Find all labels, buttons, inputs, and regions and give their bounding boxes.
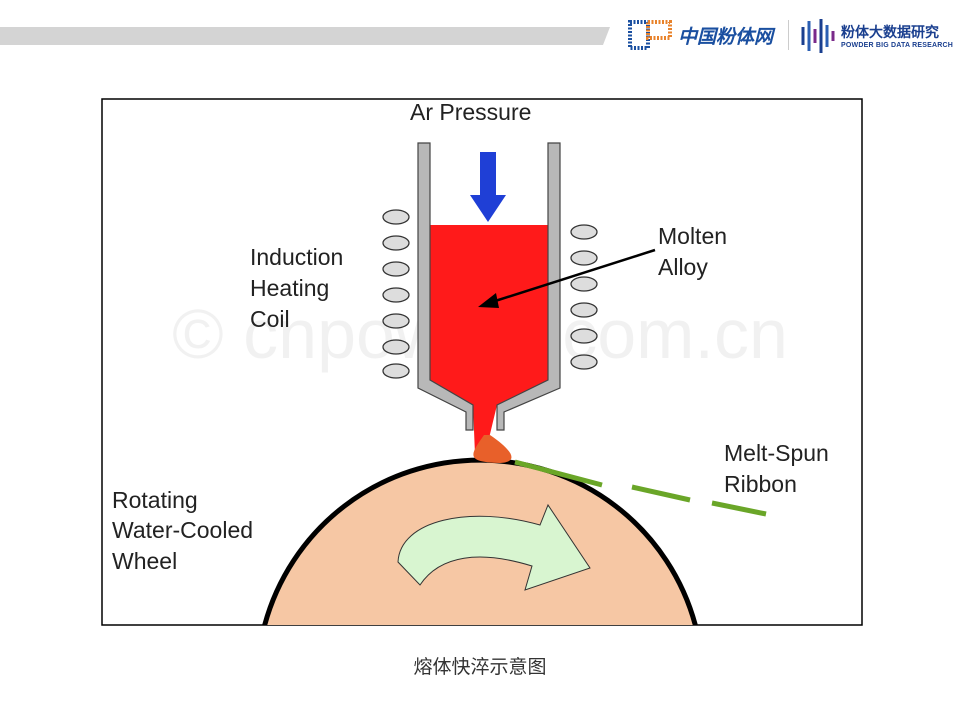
alloy-pointer-line (491, 248, 656, 304)
alloy-label-2: Alloy (658, 254, 708, 280)
wheel-label-2: Water-Cooled (112, 517, 253, 543)
bars-logo-icon (801, 19, 835, 53)
pressure-arrow-icon (470, 152, 506, 222)
top-banner (0, 27, 610, 45)
ribbon-label-2: Ribbon (724, 471, 797, 497)
powder-big-data-en: POWDER BIG DATA RESEARCH (841, 41, 954, 49)
ribbon-label-1: Melt-Spun (724, 440, 829, 466)
coil-label-3: Coil (250, 306, 290, 332)
induction-coil (382, 209, 598, 379)
molten-alloy (430, 225, 548, 455)
coil-label-1: Induction (250, 244, 343, 270)
cnpowder-logo-text: 中国粉体网 (678, 26, 774, 48)
crucible-right-wall (496, 142, 561, 431)
powder-big-data-logo: 粉体大数据研究 POWDER BIG DATA RESEARCH (800, 17, 953, 53)
figure-caption: 熔体快淬示意图 (413, 656, 547, 678)
wheel-label-1: Rotating (112, 487, 198, 513)
melt-puddle (473, 435, 512, 463)
crucible-left-wall (417, 142, 474, 431)
powder-big-data-cn: 粉体大数据研究 (841, 23, 939, 40)
wheel-label-3: Wheel (112, 548, 177, 574)
cp-logo-icon (628, 20, 672, 50)
melt-spun-ribbon (514, 459, 767, 517)
alloy-pointer-arrowhead (478, 293, 499, 308)
logo-divider (788, 20, 789, 50)
cnpowder-logo: 中国粉体网 (628, 18, 773, 52)
rotation-arrow-icon (397, 503, 591, 591)
ar-pressure-label: Ar Pressure (410, 99, 531, 125)
coil-label-2: Heating (250, 275, 329, 301)
alloy-label-1: Molten (658, 223, 727, 249)
